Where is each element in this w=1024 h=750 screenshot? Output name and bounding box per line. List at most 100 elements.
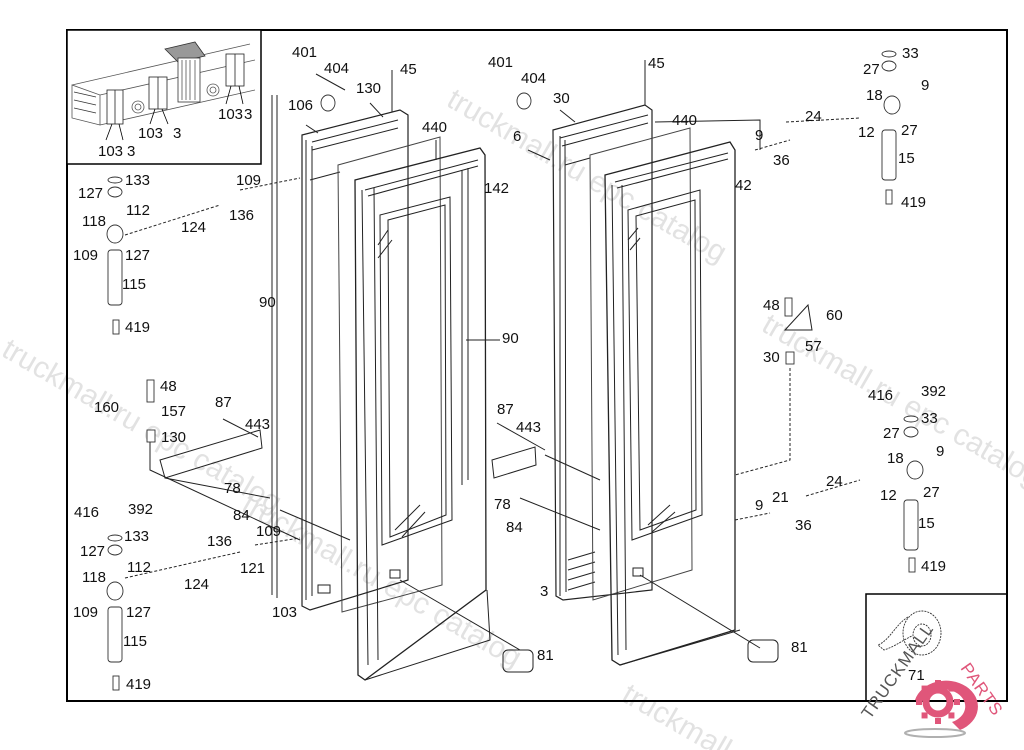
- part-callout-115: 115: [123, 633, 147, 650]
- part-callout-121: 121: [240, 560, 265, 577]
- part-callout-109: 109: [256, 523, 281, 540]
- part-callout-48: 48: [763, 297, 780, 314]
- overview-callout-103: 103: [98, 143, 123, 160]
- part-callout-27: 27: [883, 425, 900, 442]
- part-callout-90: 90: [259, 294, 276, 311]
- part-callout-118: 118: [82, 569, 106, 586]
- part-callout-27: 27: [923, 484, 940, 501]
- logo-gear-tooth: [921, 712, 928, 719]
- part-callout-130: 130: [356, 80, 381, 97]
- right-door-assembly: [491, 60, 861, 673]
- part-callout-133: 133: [125, 172, 150, 189]
- logo-gear-tooth: [921, 685, 928, 692]
- part-callout-27: 27: [901, 122, 918, 139]
- logo-gear-tooth: [954, 699, 960, 705]
- part-callout-401: 401: [292, 44, 317, 61]
- part-callout-127: 127: [78, 185, 103, 202]
- part-callout-81: 81: [537, 647, 554, 664]
- part-callout-87: 87: [497, 401, 514, 418]
- part-callout-115: 115: [122, 276, 146, 293]
- part-callout-33: 33: [902, 45, 919, 62]
- part-callout-33: 33: [921, 410, 938, 427]
- part-callout-392: 392: [921, 383, 946, 400]
- part-callout-440: 440: [422, 119, 447, 136]
- part-callout-103: 103: [272, 604, 297, 621]
- part-callout-130: 130: [161, 429, 186, 446]
- part-callout-18: 18: [887, 450, 904, 467]
- overview-callout-103: 103: [138, 125, 163, 142]
- part-callout-36: 36: [795, 517, 812, 534]
- part-callout-15: 15: [918, 515, 935, 532]
- part-callout-36: 36: [773, 152, 790, 169]
- hinge-components: [106, 50, 924, 691]
- part-callout-9: 9: [921, 77, 929, 94]
- part-callout-60: 60: [826, 307, 843, 324]
- part-callout-416: 416: [74, 504, 99, 521]
- part-callout-84: 84: [233, 507, 250, 524]
- overview-callout-3: 3: [127, 143, 135, 160]
- part-callout-419: 419: [921, 558, 946, 575]
- part-callout-57: 57: [805, 338, 822, 355]
- logo-gear-tooth: [948, 712, 955, 719]
- part-callout-24: 24: [805, 108, 822, 125]
- part-callout-124: 124: [181, 219, 206, 236]
- overview-callout-3: 3: [173, 125, 181, 142]
- part-callout-48: 48: [160, 378, 177, 395]
- part-callout-42: 42: [735, 177, 752, 194]
- part-callout-18: 18: [866, 87, 883, 104]
- part-callout-78: 78: [224, 480, 241, 497]
- part-callout-106: 106: [288, 97, 313, 114]
- part-callout-160: 160: [94, 399, 119, 416]
- part-callout-24: 24: [826, 473, 843, 490]
- overview-callout-3: 3: [244, 106, 252, 123]
- part-callout-419: 419: [126, 676, 151, 693]
- part-callout-112: 112: [126, 202, 150, 219]
- part-callout-443: 443: [245, 416, 270, 433]
- part-callout-404: 404: [324, 60, 349, 77]
- part-callout-109: 109: [73, 604, 98, 621]
- part-callout-15: 15: [898, 150, 915, 167]
- part-callout-392: 392: [128, 501, 153, 518]
- part-callout-30: 30: [763, 349, 780, 366]
- gear-icon: [904, 680, 978, 738]
- truckmallparts-logo: TRUCKMALL PARTS: [858, 620, 1007, 738]
- logo-gear-tooth: [948, 685, 955, 692]
- part-callout-419: 419: [125, 319, 150, 336]
- part-callout-9: 9: [936, 443, 944, 460]
- part-callout-142: 142: [484, 180, 509, 197]
- part-callout-84: 84: [506, 519, 523, 536]
- part-callout-124: 124: [184, 576, 209, 593]
- detail-inset-tape: 71: [865, 593, 1007, 701]
- part-callout-419: 419: [901, 194, 926, 211]
- part-callout-6: 6: [513, 128, 521, 145]
- part-callout-21: 21: [772, 489, 789, 506]
- part-callout-9: 9: [755, 127, 763, 144]
- part-callout-45: 45: [648, 55, 665, 72]
- part-callout-12: 12: [880, 487, 897, 504]
- logo-swoosh: [915, 680, 978, 730]
- part-callout-127: 127: [80, 543, 105, 560]
- part-callout-45: 45: [400, 61, 417, 78]
- part-callout-9: 9: [755, 497, 763, 514]
- diagram-frame: [66, 29, 1008, 702]
- part-callout-157: 157: [161, 403, 186, 420]
- part-callout-401: 401: [488, 54, 513, 71]
- part-callout-133: 133: [124, 528, 149, 545]
- part-callout-90: 90: [502, 330, 519, 347]
- part-callout-78: 78: [494, 496, 511, 513]
- tape-roll-illustration: [877, 610, 942, 656]
- overview-callout-103: 103: [218, 106, 243, 123]
- logo-gear: [922, 686, 954, 718]
- part-callout-118: 118: [82, 213, 106, 230]
- left-door-assembly: [124, 70, 521, 681]
- part-callout-416: 416: [868, 387, 893, 404]
- part-callout-127: 127: [125, 247, 150, 264]
- part-callout-127: 127: [126, 604, 151, 621]
- part-callout-109: 109: [236, 172, 261, 189]
- part-callout-3: 3: [540, 583, 548, 600]
- logo-gear-tooth: [935, 680, 941, 686]
- logo-gear-tooth: [916, 699, 922, 705]
